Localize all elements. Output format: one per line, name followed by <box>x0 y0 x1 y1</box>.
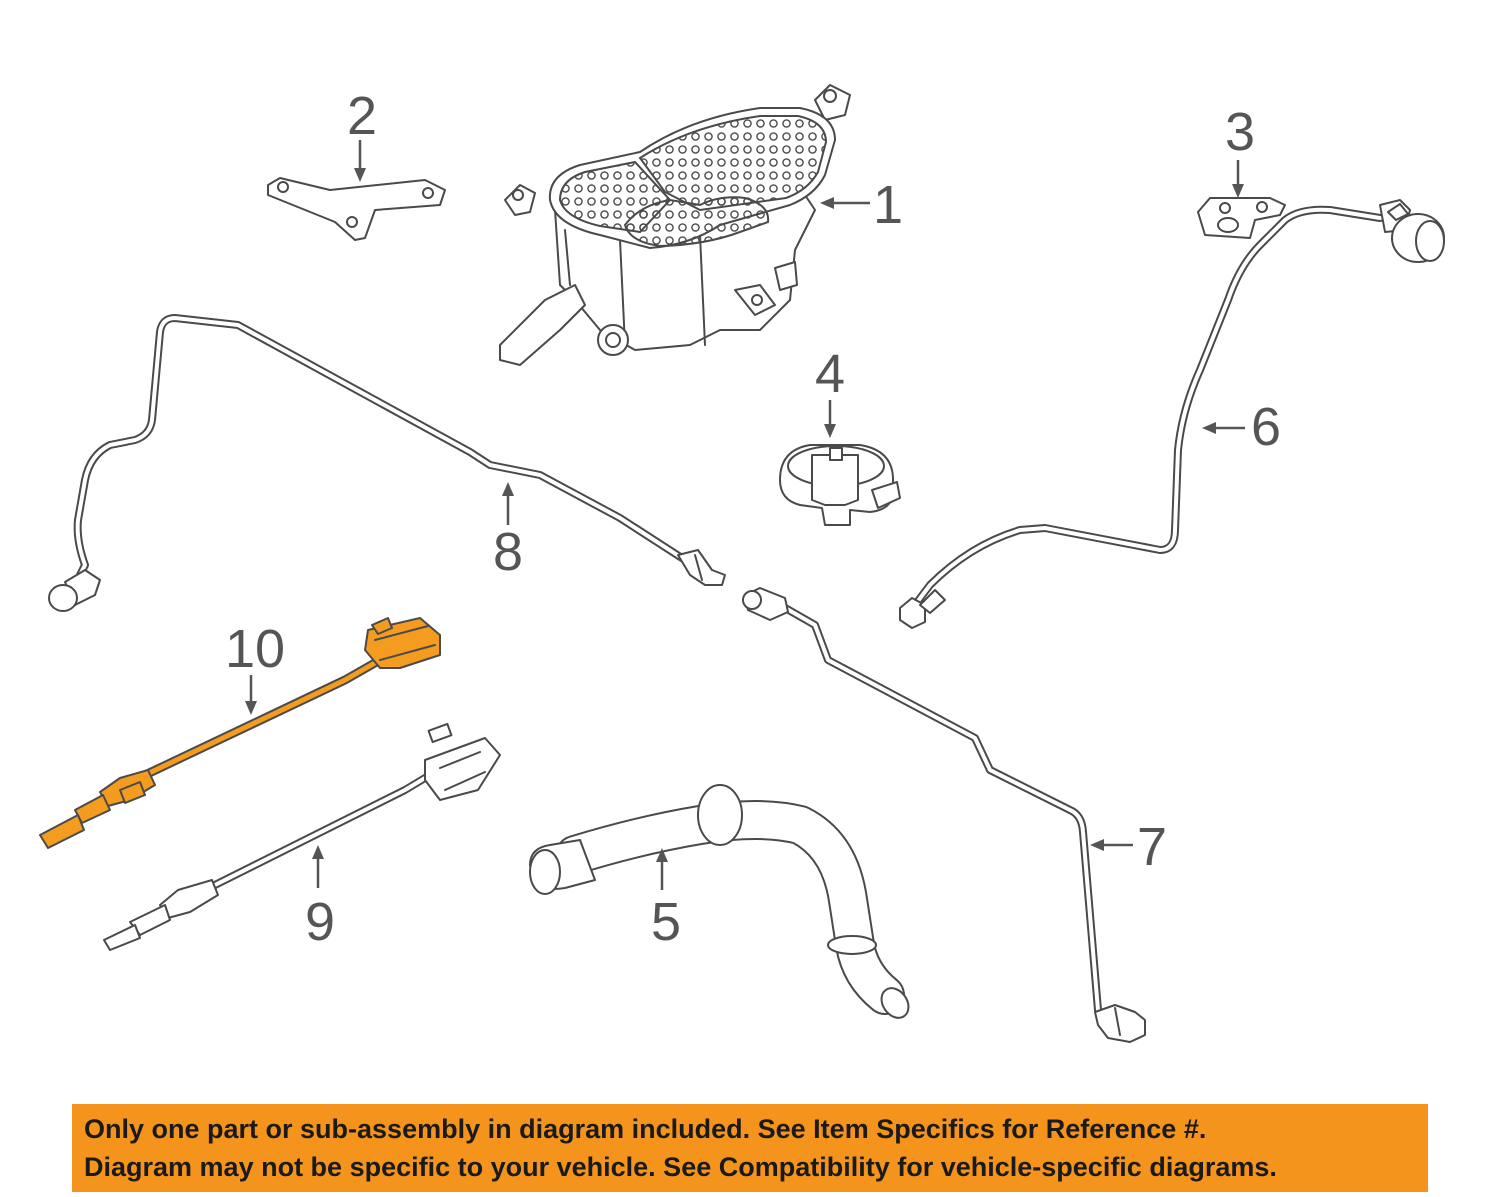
part-2-bracket <box>267 177 446 241</box>
callout-10: 10 <box>225 619 285 679</box>
part-1-vapor-canister <box>499 84 851 366</box>
callout-arrows <box>245 140 1245 890</box>
part-9-oxygen-sensor <box>103 722 501 951</box>
callout-3: 3 <box>1225 102 1255 162</box>
callout-6: 6 <box>1251 397 1281 457</box>
part-4-purge-valve <box>779 444 901 526</box>
callout-9: 9 <box>305 892 335 952</box>
callout-2: 2 <box>347 86 377 146</box>
part-7-vapor-line <box>742 587 1146 1043</box>
part-5-hose <box>529 784 910 1019</box>
part-3-small-bracket <box>1197 197 1286 239</box>
part-10-oxygen-sensor-highlighted <box>39 617 441 849</box>
callout-5: 5 <box>651 892 681 952</box>
callout-8: 8 <box>493 522 523 582</box>
callout-7: 7 <box>1137 817 1167 877</box>
callout-4: 4 <box>815 344 845 404</box>
part-8-vapor-line <box>48 314 726 612</box>
callout-1: 1 <box>873 175 903 235</box>
disclaimer-banner: Only one part or sub-assembly in diagram… <box>72 1104 1428 1192</box>
disclaimer-line-2: Diagram may not be specific to your vehi… <box>84 1152 1277 1182</box>
disclaimer-line-1: Only one part or sub-assembly in diagram… <box>84 1114 1207 1144</box>
part-6-vapor-line <box>899 199 1445 629</box>
